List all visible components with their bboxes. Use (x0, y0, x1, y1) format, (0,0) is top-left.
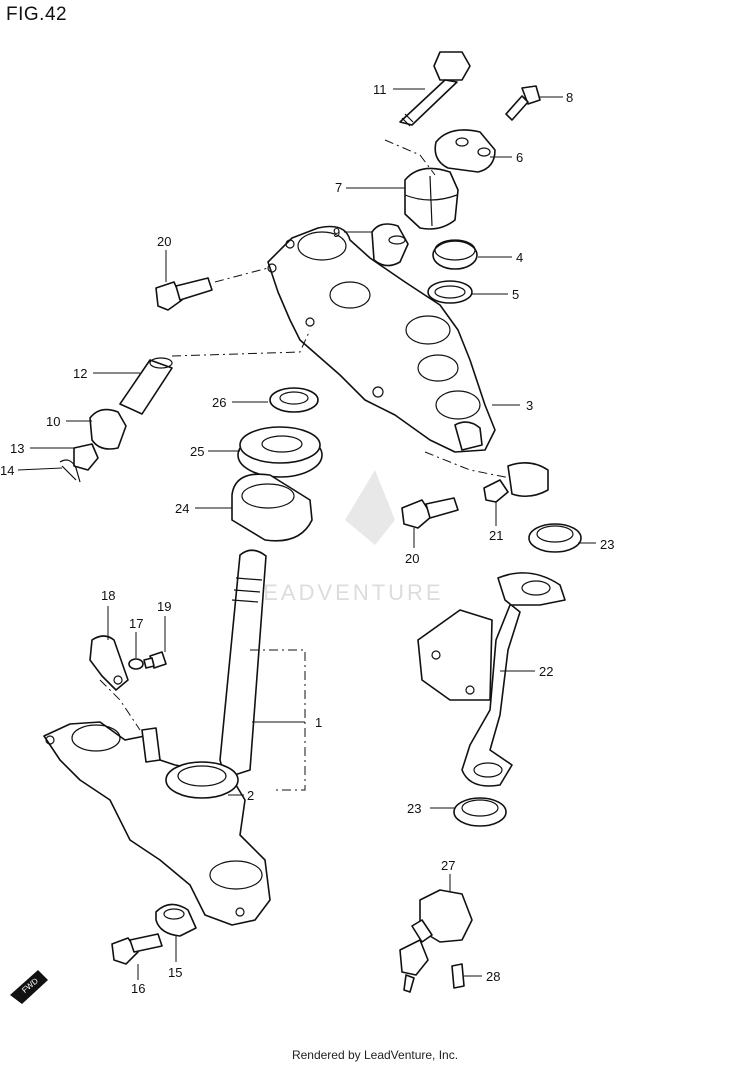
part-17-washer[interactable] (128, 658, 144, 670)
callout-22: 22 (539, 664, 553, 679)
part-9-cushion[interactable] (371, 223, 409, 267)
svg-text:LEADVENTURE: LEADVENTURE (248, 580, 444, 605)
callout-25: 25 (190, 444, 204, 459)
callout-21: 21 (489, 528, 503, 543)
callout-23-upper: 23 (600, 537, 614, 552)
callout-9: 9 (333, 225, 340, 240)
watermark: LEADVENTURE (248, 470, 444, 605)
part-20-bolt-center[interactable] (401, 497, 459, 529)
callout-1: 1 (315, 715, 322, 730)
forward-arrow-icon: FWD (10, 970, 48, 1004)
part-26-lock-washer[interactable] (269, 387, 319, 413)
callout-13: 13 (10, 441, 24, 456)
callout-7: 7 (335, 180, 342, 195)
callout-14: 14 (0, 463, 14, 478)
callout-24: 24 (175, 501, 189, 516)
part-3-upper-bracket[interactable] (267, 225, 496, 453)
callout-15: 15 (168, 965, 182, 980)
part-24-bearing[interactable] (231, 473, 313, 542)
callout-11: 11 (373, 82, 387, 97)
callout-27: 27 (441, 858, 455, 873)
callout-8: 8 (566, 90, 573, 105)
callout-4: 4 (516, 250, 523, 265)
figure-title: FIG.42 (6, 4, 68, 25)
callout-17: 17 (129, 616, 143, 631)
callout-16: 16 (131, 981, 145, 996)
callout-23-lower: 23 (407, 801, 421, 816)
callout-12: 12 (73, 366, 87, 381)
footer-credit: Rendered by LeadVenture, Inc. (291, 1048, 459, 1062)
part-13-nut[interactable] (73, 443, 99, 471)
callout-26: 26 (212, 395, 226, 410)
part-27-ignition-switch[interactable] (399, 889, 473, 993)
part-18-clamp[interactable] (89, 635, 129, 691)
callout-2: 2 (247, 788, 254, 803)
part-19-screw[interactable] (143, 651, 167, 669)
part-28-screw[interactable] (451, 963, 465, 989)
callout-18: 18 (101, 588, 115, 603)
part-15-cable-guide[interactable] (155, 903, 197, 937)
part-6-handlebar-clamp[interactable] (434, 129, 496, 173)
part-8-bolt[interactable] (505, 85, 541, 121)
part-14-cotter-pin[interactable] (59, 459, 81, 483)
callout-19: 19 (157, 599, 171, 614)
part-25-dust-seal[interactable] (237, 426, 323, 478)
part-11-bolt[interactable] (399, 51, 471, 127)
part-1-steering-stem[interactable] (43, 549, 271, 926)
part-23-grommet-lower[interactable] (453, 797, 507, 827)
callout-20-center: 20 (405, 551, 419, 566)
callout-3: 3 (526, 398, 533, 413)
part-7-handlebar-holder[interactable] (404, 167, 459, 230)
part-23-grommet-upper[interactable] (528, 523, 582, 553)
callout-6: 6 (516, 150, 523, 165)
callout-20-upper: 20 (157, 234, 171, 249)
part-20-bolt-upper[interactable] (155, 277, 213, 311)
assembly-lines (99, 139, 511, 791)
callout-5: 5 (512, 287, 519, 302)
part-21-clip[interactable] (483, 462, 549, 503)
part-4-cap[interactable] (432, 239, 478, 270)
part-5-washer[interactable] (427, 280, 473, 304)
part-10-damper[interactable] (89, 408, 127, 450)
part-16-bolt[interactable] (111, 933, 163, 965)
part-12-spacer[interactable] (119, 357, 173, 415)
callout-28: 28 (486, 969, 500, 984)
callout-10: 10 (46, 414, 60, 429)
callout-labels: 11 8 6 7 9 4 5 3 20 12 10 13 14 26 25 24… (0, 82, 614, 996)
part-22-stay[interactable] (417, 572, 566, 787)
leader-lines (17, 88, 596, 980)
